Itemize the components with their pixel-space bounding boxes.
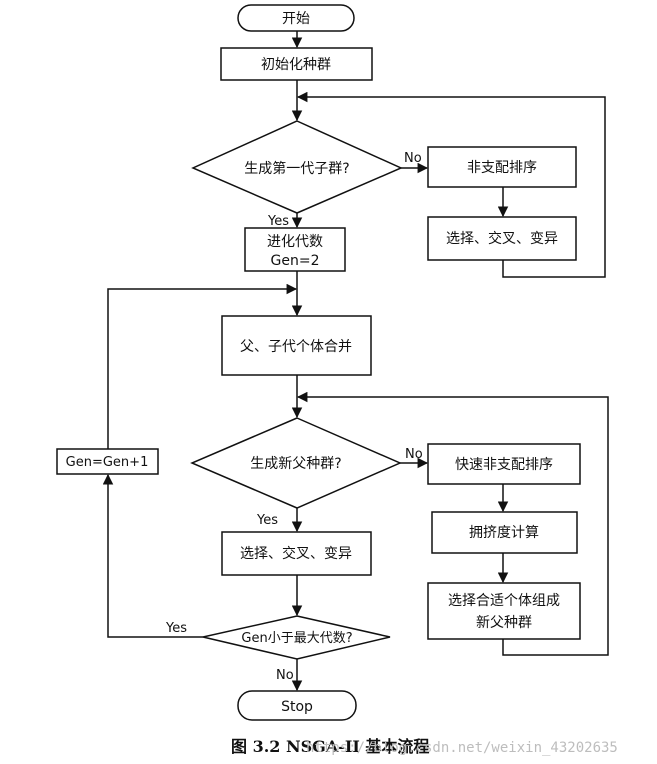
stop-label: Stop: [281, 699, 313, 715]
watermark-url: https://blog.csdn.net/weixin_43202635: [306, 740, 618, 756]
start-label: 开始: [282, 11, 310, 27]
evo-gen-label-2: Gen=2: [271, 253, 320, 269]
fast-nds-label: 快速非支配排序: [455, 457, 553, 473]
evo-gen-label-1: 进化代数: [267, 234, 323, 250]
init-box: [220, 47, 373, 81]
select2-box: [221, 531, 372, 576]
gen-increment-label: Gen=Gen+1: [66, 455, 149, 470]
pick-new-parent-label-1: 选择合适个体组成: [448, 593, 560, 609]
figure-caption: 图 3.2 NSGA-II 基本流程: [231, 737, 429, 756]
no-label-max-gen: No: [276, 668, 294, 683]
pick-new-parent-box: [427, 582, 581, 640]
select2-label: 选择、交叉、变异: [240, 545, 352, 562]
yes-label-max-gen: Yes: [165, 621, 187, 636]
yes-label-new-parent: Yes: [256, 513, 278, 528]
crowding-label: 拥挤度计算: [469, 525, 539, 541]
crowding-box: [431, 511, 578, 554]
pick-new-parent-label-2: 新父种群: [476, 615, 532, 631]
merge-label: 父、子代个体合并: [240, 339, 352, 355]
select1-label: 选择、交叉、变异: [446, 230, 558, 247]
yes-label-first-gen: Yes: [267, 214, 289, 229]
decision-first-gen-label: 生成第一代子群?: [244, 160, 349, 177]
nds-label: 非支配排序: [467, 160, 537, 176]
start-terminal: [237, 4, 355, 32]
decision-max-gen-label: Gen小于最大代数?: [241, 631, 352, 646]
no-label-new-parent: No: [405, 447, 423, 462]
fast-nds-box: [427, 443, 581, 485]
decision-new-parent-label: 生成新父种群?: [250, 456, 341, 472]
no-label-first-gen: No: [404, 151, 422, 166]
init-label: 初始化种群: [261, 56, 331, 73]
connectors: [102, 31, 609, 692]
